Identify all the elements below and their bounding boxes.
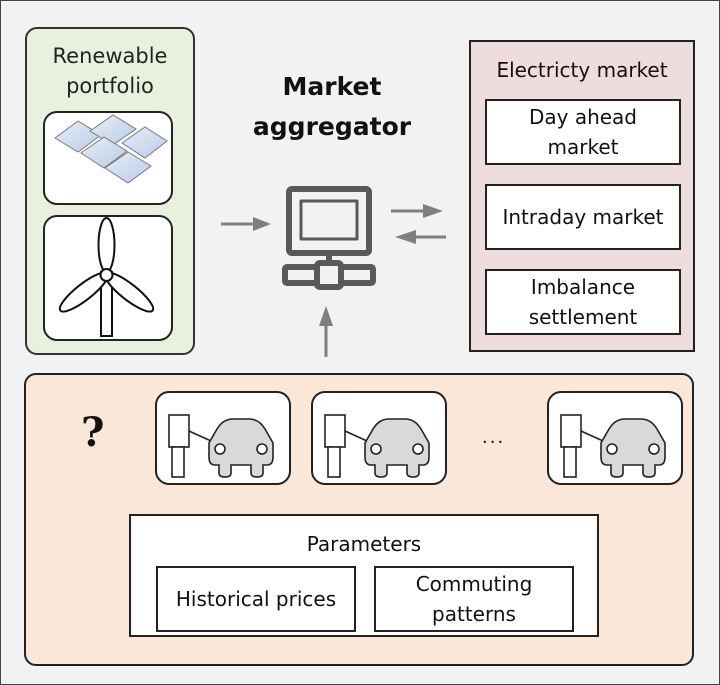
market-item-intraday: Intraday market: [485, 184, 681, 250]
ev-card-1: [155, 391, 291, 485]
renewable-title-line1: Renewable: [52, 44, 168, 68]
wind-turbine-icon: [58, 217, 155, 337]
arrow-renewable-to-aggregator: [221, 217, 271, 231]
ev-charger-icon: [560, 414, 666, 478]
aggregator-title: Market aggregator: [237, 67, 427, 147]
intraday-label: Intraday market: [502, 205, 664, 229]
aggregator-graphic: [221, 186, 446, 357]
ev-charger-icon: [324, 414, 430, 478]
solar-panels-icon: [54, 114, 168, 184]
renewable-portfolio-panel: Renewable portfolio: [25, 27, 195, 355]
market-item-day-ahead: Day ahead market: [485, 99, 681, 165]
historical-prices-label: Historical prices: [175, 587, 337, 611]
ev-fleet-panel: ?: [24, 373, 694, 666]
solar-card: [43, 111, 173, 205]
networked-computer-icon: [282, 186, 376, 290]
imbalance-line1: Imbalance: [530, 275, 636, 299]
commuting-line1: Commuting: [415, 572, 533, 596]
wind-card: [43, 215, 173, 341]
electricity-market-title: Electricty market: [496, 58, 668, 82]
question-mark-icon: ?: [81, 409, 105, 456]
arrow-market-to-aggregator: [395, 230, 446, 244]
commuting-line2: patterns: [432, 602, 516, 626]
parameters-title: Parameters: [306, 532, 422, 556]
aggregator-title-line1: Market: [282, 72, 382, 101]
electricity-market-panel: Electricty market Day ahead market Intra…: [469, 40, 695, 352]
renewable-title-line2: portfolio: [66, 74, 154, 98]
ev-card-3: [547, 391, 683, 485]
market-item-imbalance: Imbalance settlement: [485, 269, 681, 335]
param-commuting-patterns: Commuting patterns: [374, 566, 574, 632]
day-ahead-line2: market: [547, 135, 619, 159]
aggregator-title-line2: aggregator: [252, 112, 412, 141]
param-historical-prices: Historical prices: [156, 566, 356, 632]
imbalance-line2: settlement: [528, 305, 638, 329]
renewable-portfolio-title: Renewable portfolio: [27, 41, 193, 101]
day-ahead-line1: Day ahead: [528, 105, 638, 129]
ev-charger-icon: [168, 414, 274, 478]
parameters-panel: Parameters Historical prices Commuting p…: [129, 514, 599, 637]
arrow-fleet-to-aggregator: [319, 306, 333, 357]
arrow-aggregator-to-market: [391, 204, 443, 218]
ellipsis: ...: [482, 427, 506, 448]
ev-card-2: [311, 391, 447, 485]
